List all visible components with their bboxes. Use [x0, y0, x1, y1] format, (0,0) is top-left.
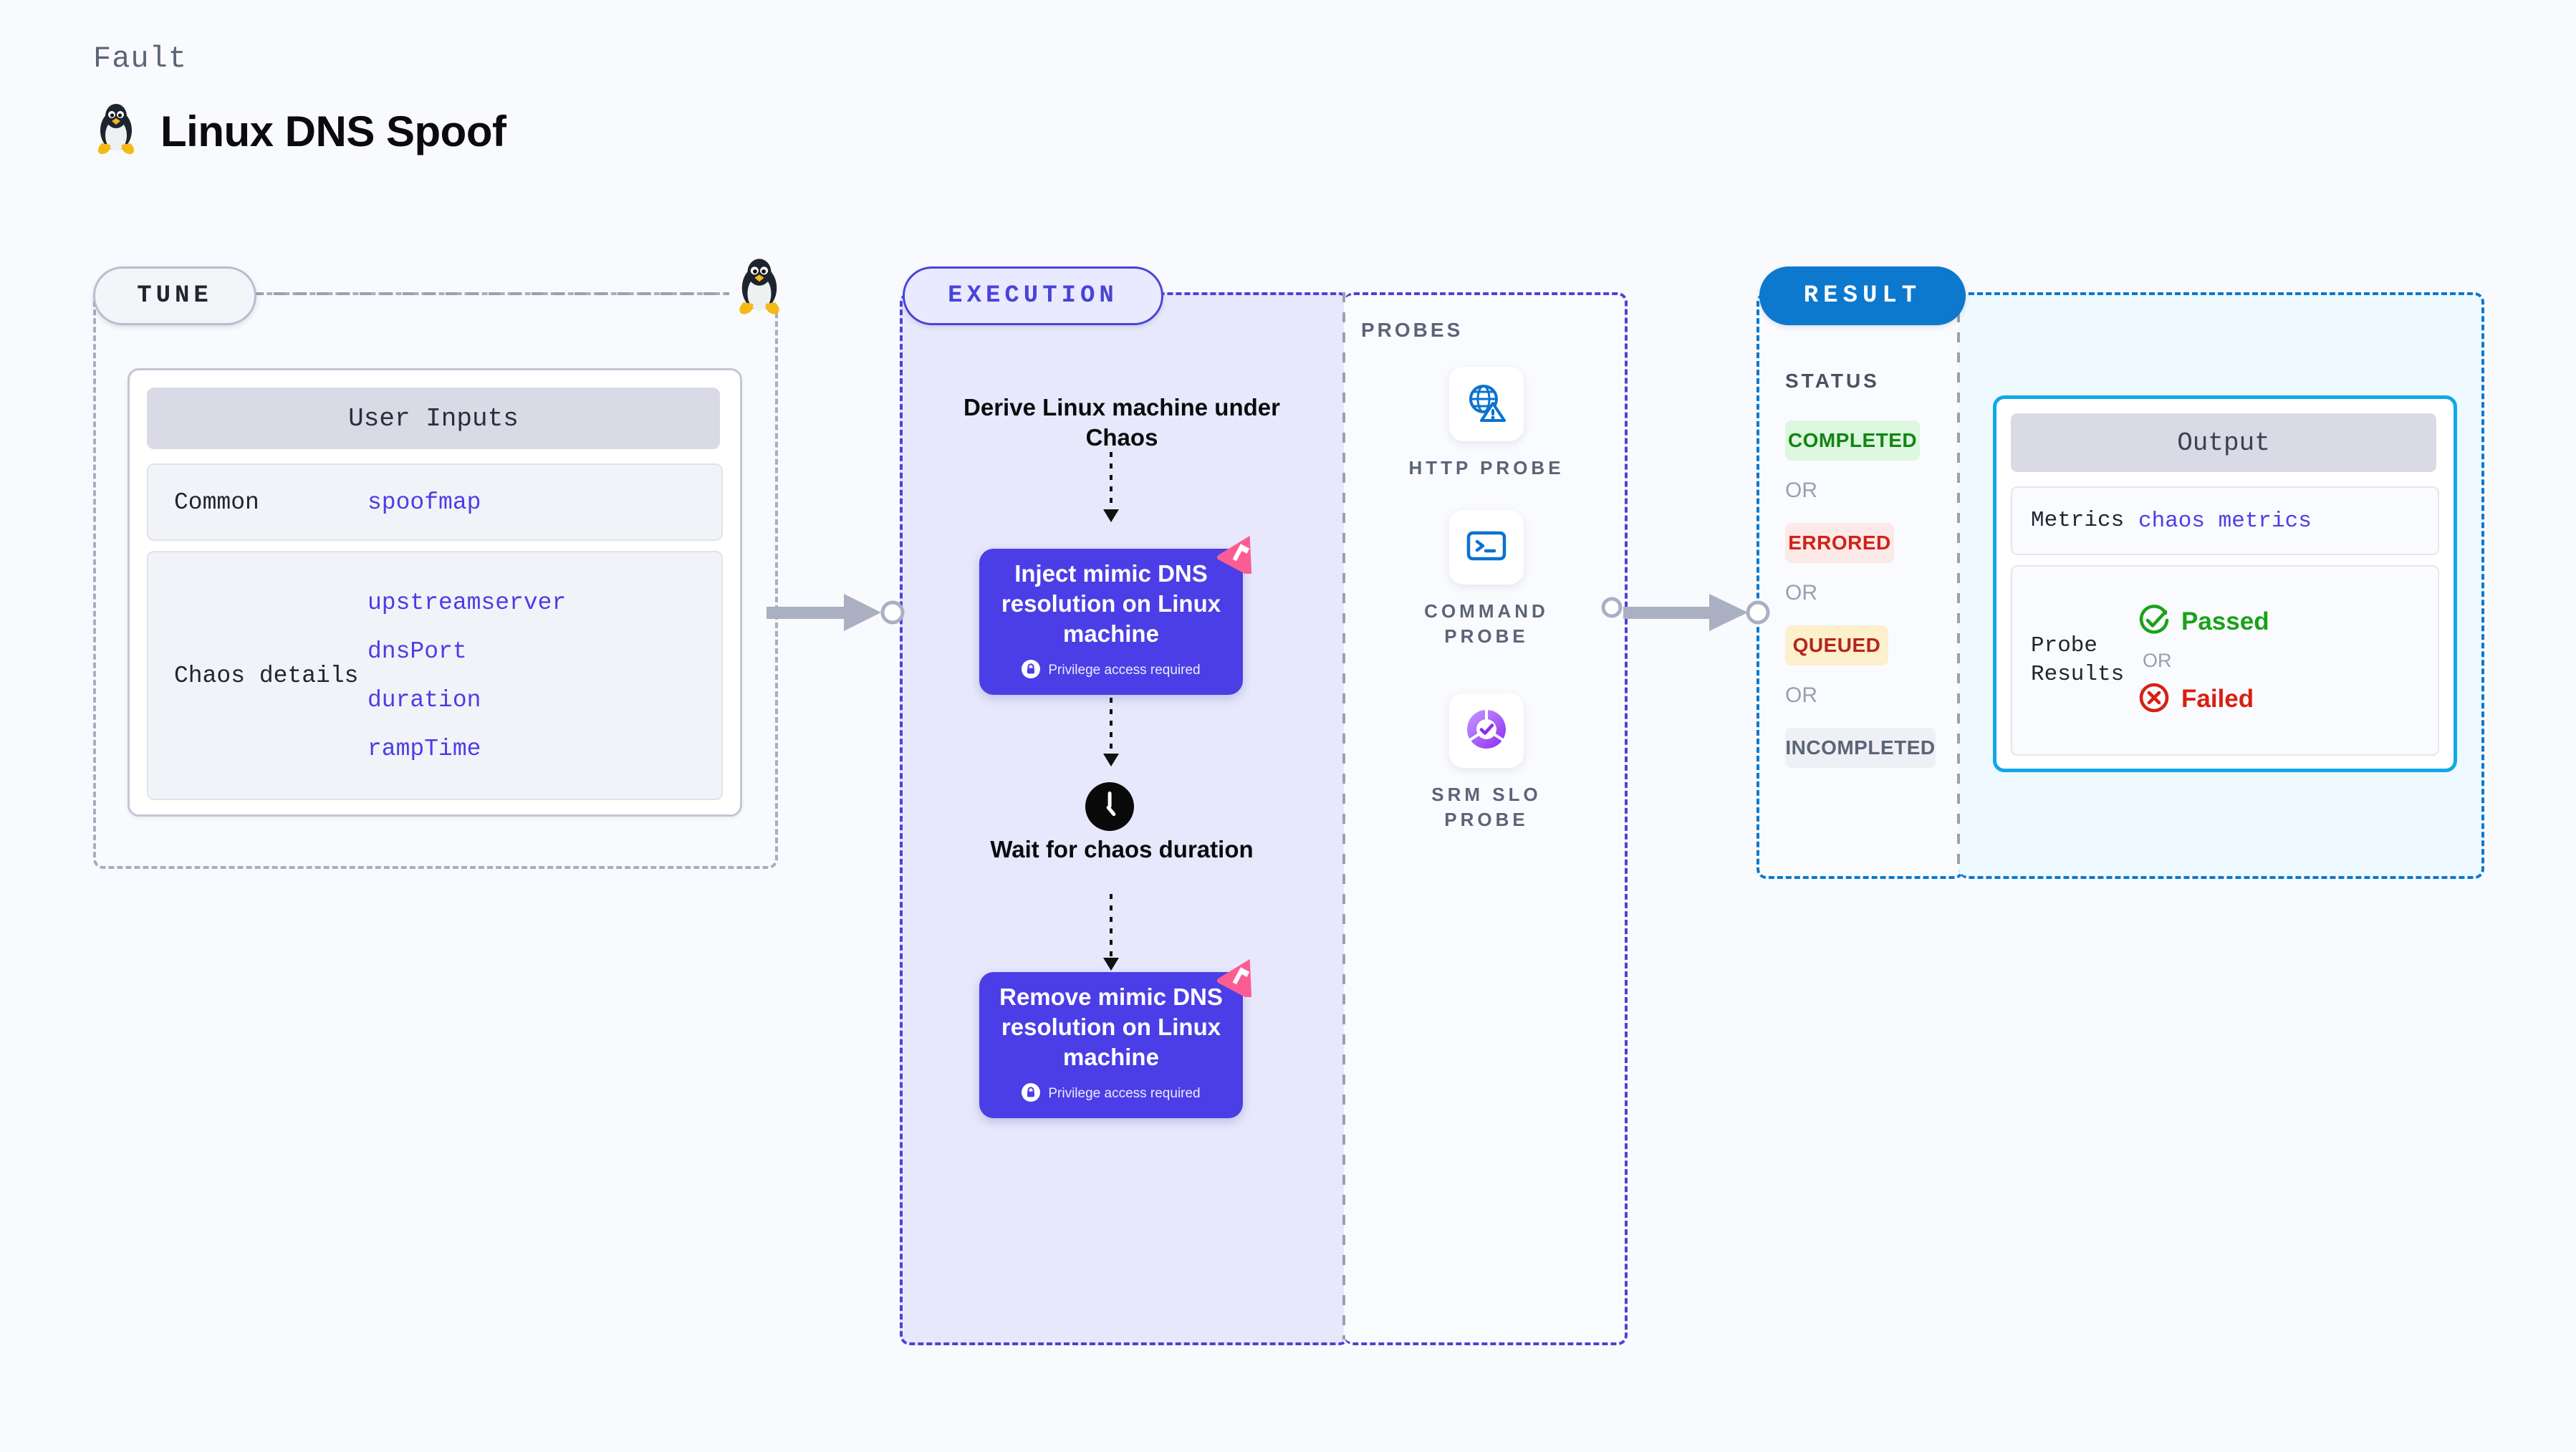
page-header: Fault Linux DNS Spoof [93, 42, 506, 161]
output-row-probe-results: Probe Results Passed OR [2011, 565, 2439, 756]
clock-icon [1084, 781, 1135, 836]
lock-icon [1022, 1082, 1041, 1105]
tune-param[interactable]: dnsPort [367, 638, 467, 665]
result-stage-pill[interactable]: RESULT [1759, 266, 1966, 325]
remove-chaos-node[interactable]: Remove mimic DNS resolution on Linux mac… [979, 958, 1252, 1118]
user-inputs-card: User Inputs Common spoofmap Chaos detail… [128, 368, 742, 817]
probes-to-result-arrow [1623, 594, 1770, 631]
output-row-key: Metrics [2031, 507, 2125, 533]
page-title: Linux DNS Spoof [160, 107, 506, 155]
terminal-icon [1466, 527, 1507, 568]
chaos-flag-icon [1216, 953, 1266, 1001]
failed-label: Failed [2181, 685, 2254, 713]
status-badge: INCOMPLETED [1785, 728, 1936, 768]
execution-stage-pill[interactable]: EXECUTION [903, 266, 1163, 325]
or-separator: OR [2143, 649, 2172, 671]
status-badge: COMPLETED [1785, 420, 1920, 461]
probe-result-failed: Failed [2138, 682, 2269, 717]
probe-label: COMMAND PROBE [1424, 600, 1549, 648]
tune-row-chaos-details: Chaos details upstreamserver dnsPort dur… [147, 551, 723, 800]
tune-to-execution-arrow [766, 594, 905, 631]
tune-param[interactable]: spoofmap [367, 489, 481, 516]
probe-http[interactable]: HTTP PROBE [1404, 367, 1569, 481]
tune-row-key: Common [174, 489, 259, 516]
flow-arrow-1 [1103, 452, 1119, 522]
tune-row-values: spoofmap [367, 489, 481, 516]
probe-tile[interactable] [1449, 367, 1524, 441]
tune-row-values: upstreamserver dnsPort duration rampTime [367, 590, 566, 762]
probe-result-values: Passed OR Failed [2138, 604, 2269, 717]
chaos-flag-icon [1216, 529, 1266, 577]
passed-label: Passed [2181, 607, 2269, 635]
metrics-value[interactable]: chaos metrics [2138, 508, 2312, 534]
fault-kicker: Fault [93, 42, 188, 76]
lock-icon [1022, 659, 1041, 682]
probe-tile[interactable] [1449, 693, 1524, 768]
privilege-text: Privilege access required [1048, 1086, 1201, 1102]
output-row-key: Probe Results [2031, 633, 2125, 687]
execution-probes-connector-dot [1601, 597, 1623, 618]
tune-row-common: Common spoofmap [147, 463, 723, 541]
probe-label: HTTP PROBE [1408, 457, 1565, 479]
status-badge: QUEUED [1785, 625, 1888, 665]
tune-stage-pill[interactable]: TUNE [93, 266, 256, 325]
privilege-text: Privilege access required [1048, 663, 1201, 678]
linux-penguin-corner-icon [734, 256, 785, 322]
remove-chaos-label: Remove mimic DNS resolution on Linux mac… [999, 984, 1223, 1071]
probes-region [1344, 292, 1628, 1345]
flow-arrow-3 [1103, 894, 1119, 971]
globe-warning-icon [1466, 382, 1507, 427]
fault-title-row: Linux DNS Spoof [93, 102, 506, 161]
or-separator: OR [1785, 683, 1817, 707]
probes-title: PROBES [1361, 319, 1464, 341]
privilege-badge: Privilege access required [1022, 1082, 1201, 1105]
tune-param[interactable]: rampTime [367, 735, 481, 762]
x-circle-icon [2138, 682, 2170, 717]
flow-arrow-2 [1103, 686, 1119, 766]
probe-command[interactable]: COMMAND PROBE [1404, 510, 1569, 649]
tune-dashed-connector [252, 292, 754, 295]
tune-param[interactable]: duration [367, 686, 481, 713]
probe-label: SRM SLO PROBE [1431, 784, 1542, 831]
inject-chaos-node[interactable]: Inject mimic DNS resolution on Linux mac… [979, 535, 1252, 695]
inject-chaos-label: Inject mimic DNS resolution on Linux mac… [1001, 560, 1221, 648]
wait-duration-label: Wait for chaos duration [990, 836, 1254, 862]
privilege-badge: Privilege access required [1022, 659, 1201, 682]
output-row-metrics: Metrics chaos metrics [2011, 486, 2439, 555]
tune-param[interactable]: upstreamserver [367, 589, 567, 616]
or-separator: OR [1785, 581, 1817, 605]
result-region-divider [1957, 292, 1960, 873]
linux-penguin-icon [93, 102, 139, 161]
tune-row-key: Chaos details [174, 662, 359, 689]
status-badge: ERRORED [1785, 523, 1894, 563]
output-title: Output [2011, 413, 2436, 472]
output-card: Output Metrics chaos metrics Probe Resul… [1993, 395, 2457, 772]
status-title: STATUS [1785, 370, 1880, 392]
check-circle-icon [2138, 604, 2170, 640]
derive-machine-label: Derive Linux machine under Chaos [963, 394, 1280, 451]
probe-srm-slo[interactable]: SRM SLO PROBE [1404, 693, 1569, 832]
or-separator: OR [1785, 479, 1817, 502]
slo-donut-check-icon [1464, 707, 1509, 755]
user-inputs-title: User Inputs [147, 388, 720, 449]
probes-region-divider [1342, 292, 1345, 1340]
probe-tile[interactable] [1449, 510, 1524, 585]
probe-result-passed: Passed [2138, 604, 2269, 640]
